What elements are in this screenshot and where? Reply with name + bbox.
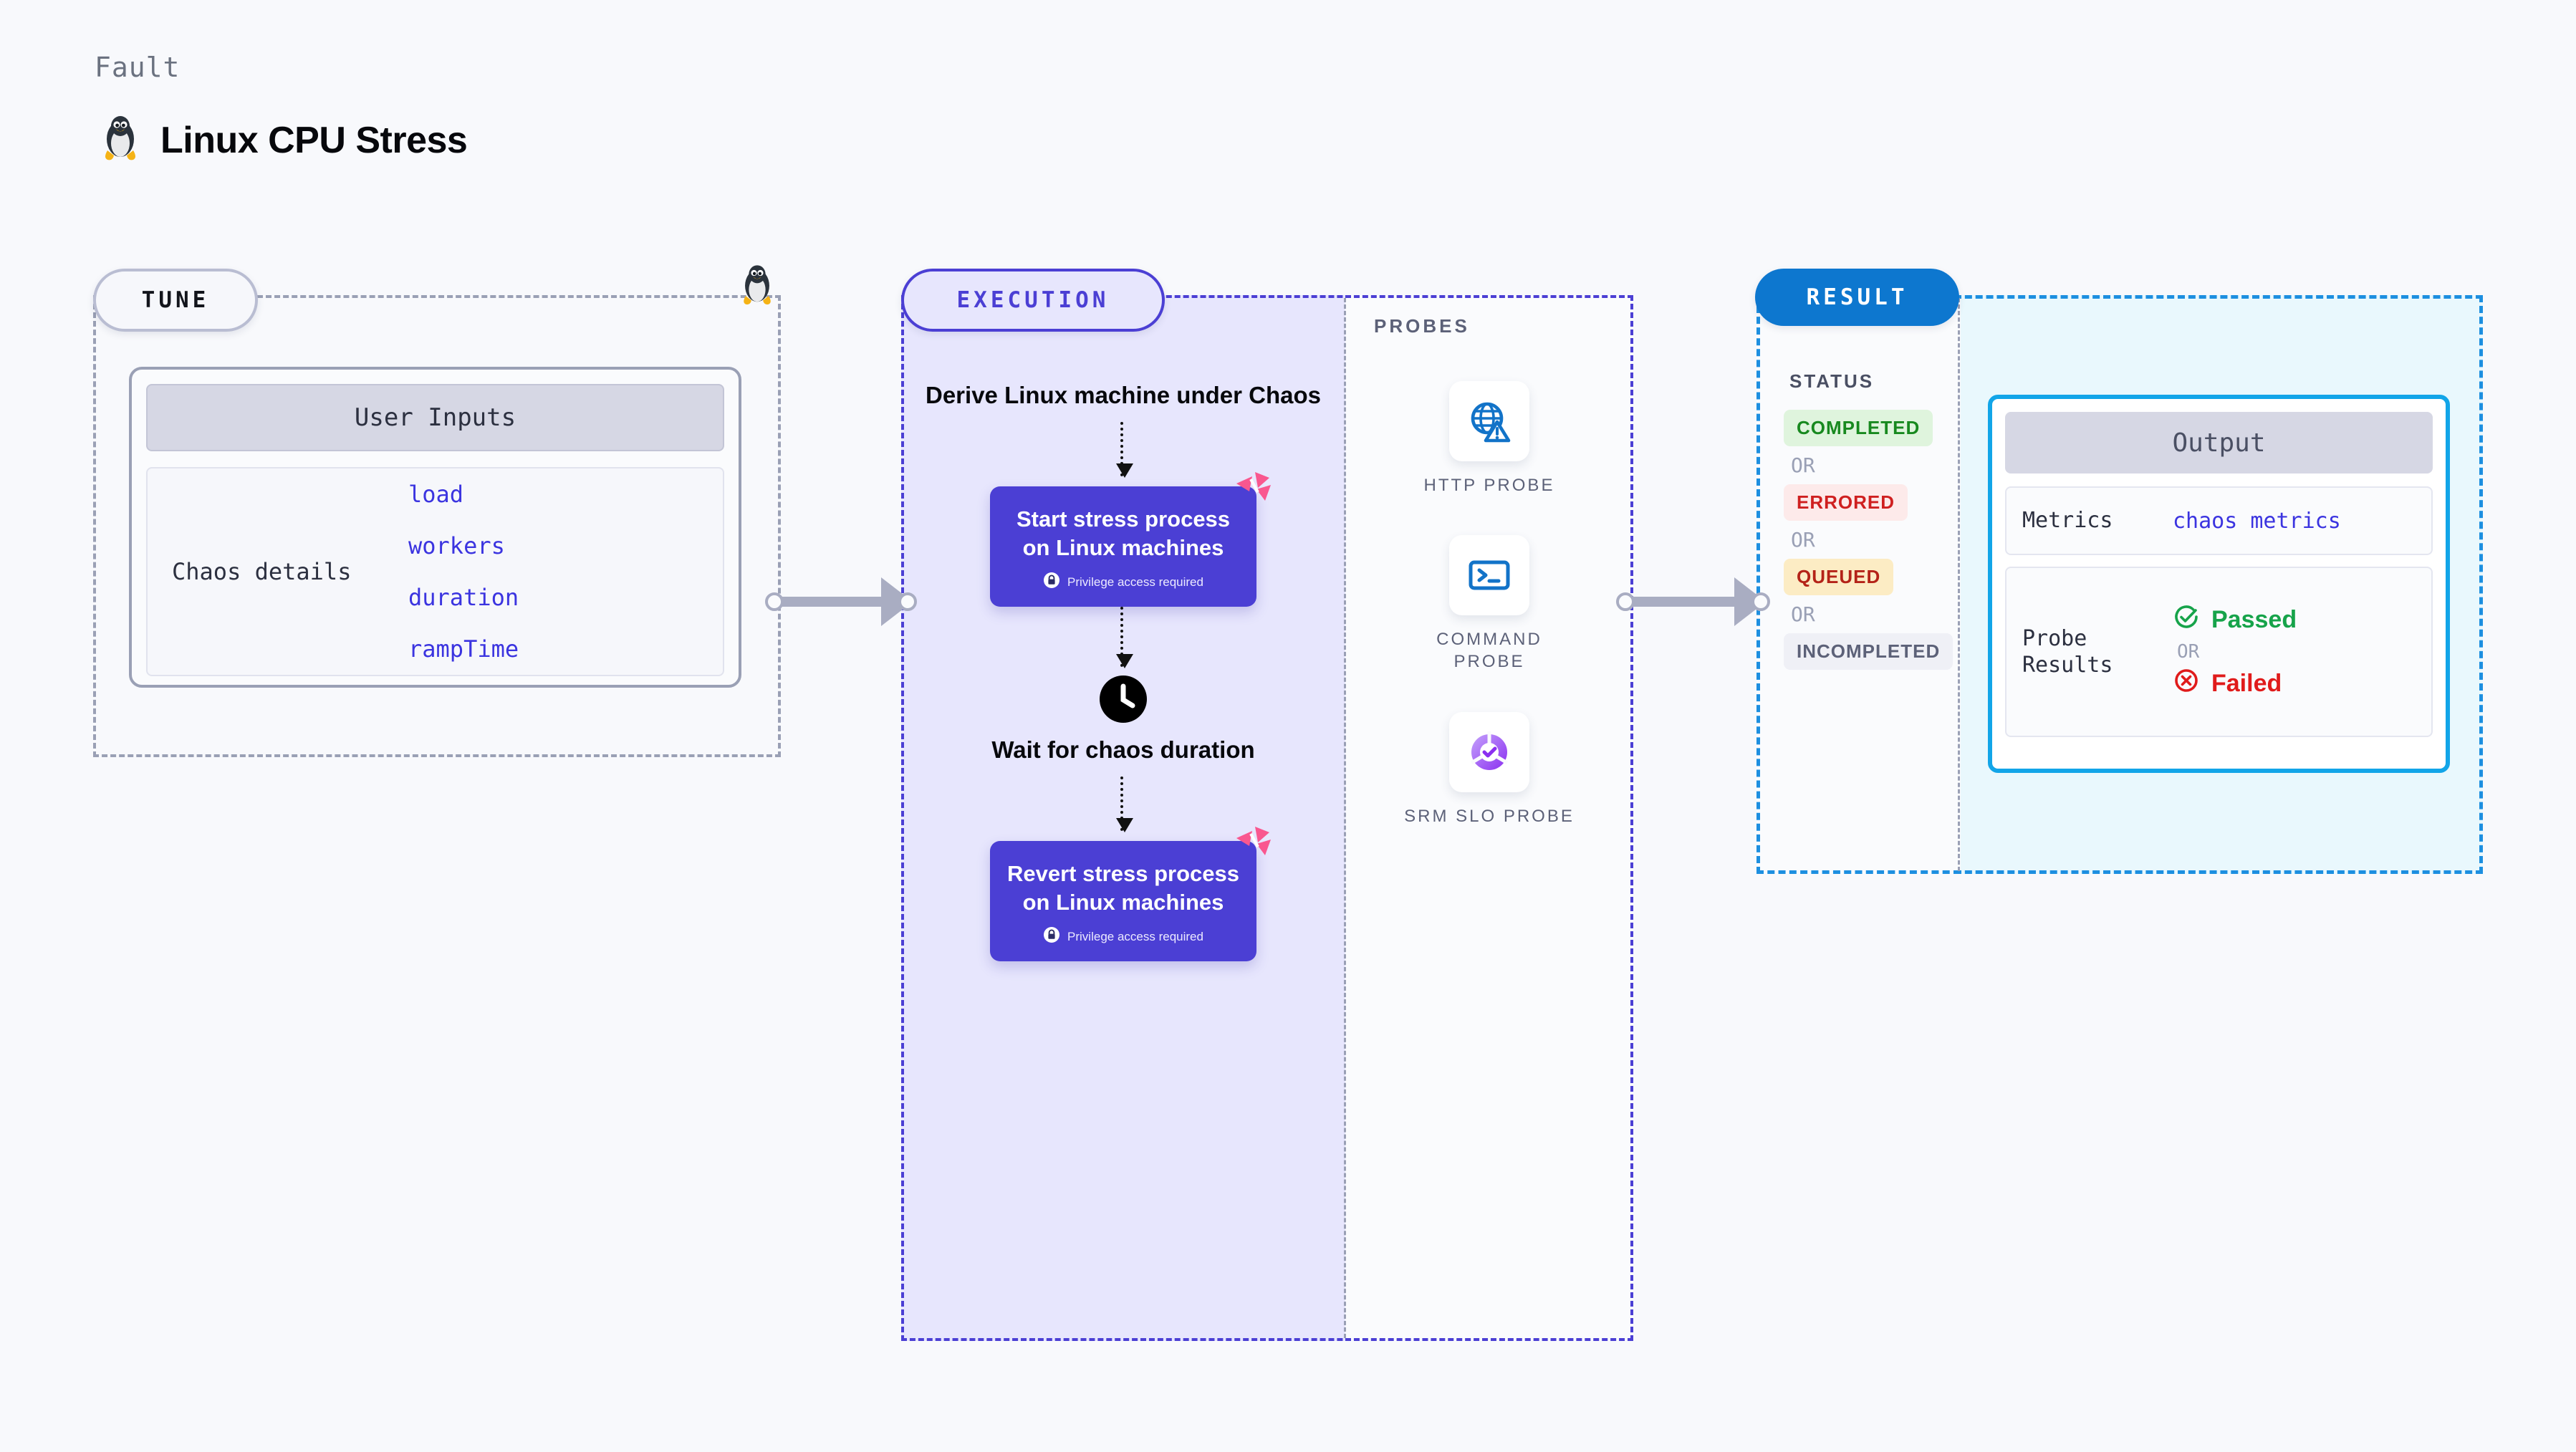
probes-divider [1344, 298, 1346, 1338]
chaos-params-list: load workers duration rampTime [408, 481, 519, 663]
connector-start-dot [1616, 592, 1635, 611]
status-heading: STATUS [1789, 370, 1875, 392]
execution-pill[interactable]: EXECUTION [901, 269, 1165, 332]
page-title-label: Fault [95, 52, 181, 83]
status-badge-completed: COMPLETED [1784, 410, 1933, 446]
start-stress-card-note: Privilege access required [1006, 572, 1241, 592]
page-title-text: Linux CPU Stress [160, 119, 468, 161]
connector-execution-to-result [1616, 573, 1770, 630]
metrics-row: Metrics chaos metrics [2005, 486, 2433, 555]
status-list: COMPLETED OR ERRORED OR QUEUED OR INCOMP… [1784, 410, 1953, 670]
revert-stress-card-note: Privilege access required [1006, 926, 1241, 947]
output-header: Output [2005, 412, 2433, 473]
tune-pill[interactable]: TUNE [93, 269, 258, 332]
probe-result-failed-label: Failed [2211, 670, 2282, 697]
probe-results-row: Probe Results Passed OR [2005, 567, 2433, 737]
probe-results-values: Passed OR Failed [2173, 603, 2297, 701]
output-card: Output Metrics chaos metrics Probe Resul… [1988, 395, 2450, 773]
user-inputs-header: User Inputs [146, 384, 724, 451]
check-circle-icon [2173, 603, 2200, 637]
lock-icon [1043, 572, 1060, 592]
probe-label-srm-slo: SRM SLO PROBE [1404, 806, 1575, 826]
status-or-label: OR [1791, 602, 1815, 626]
revert-stress-card-title: Revert stress process on Linux machines [1007, 861, 1239, 915]
revert-stress-card[interactable]: Revert stress process on Linux machines … [990, 827, 1271, 962]
flow-arrow [1116, 607, 1133, 669]
status-or-label: OR [1791, 528, 1815, 552]
x-circle-icon [2173, 667, 2200, 701]
start-stress-card-note-text: Privilege access required [1067, 574, 1203, 589]
user-inputs-card: User Inputs Chaos details load workers d… [129, 367, 741, 688]
wait-step-label: Wait for chaos duration [991, 736, 1255, 764]
probe-label-http: HTTP PROBE [1423, 476, 1555, 495]
metrics-label: Metrics [2022, 508, 2113, 534]
probe-result-or-label: OR [2177, 641, 2200, 663]
flow-arrow [1116, 777, 1133, 833]
connector-shaft [1633, 597, 1738, 607]
connector-end-dot [1751, 592, 1770, 611]
probe-item-http[interactable]: HTTP PROBE [1424, 381, 1555, 496]
connector-tune-to-execution [765, 573, 917, 630]
status-badge-errored: ERRORED [1784, 484, 1908, 521]
probe-item-srm-slo[interactable]: SRM SLO PROBE [1404, 711, 1575, 827]
chaos-param-workers: workers [408, 532, 505, 559]
chaos-details-box: Chaos details load workers duration ramp… [146, 467, 724, 676]
chaos-param-load: load [408, 481, 464, 508]
probe-item-command[interactable]: COMMAND PROBE [1403, 535, 1575, 673]
linux-penguin-icon [739, 264, 775, 310]
metrics-value: chaos metrics [2173, 508, 2341, 534]
probe-result-failed: Failed [2173, 667, 2297, 701]
start-stress-card[interactable]: Start stress process on Linux machines P… [990, 471, 1271, 607]
tune-region [93, 295, 781, 757]
chaos-param-duration: duration [408, 584, 519, 611]
probe-result-passed: Passed [2173, 603, 2297, 637]
clock-icon [1098, 674, 1148, 724]
status-badge-incompleted: INCOMPLETED [1784, 633, 1953, 670]
probes-region [1345, 295, 1633, 1341]
result-pill[interactable]: RESULT [1755, 269, 1959, 326]
probe-result-passed-label: Passed [2211, 606, 2297, 633]
page-title-row: Linux CPU Stress [100, 115, 468, 165]
probe-label-command: COMMAND PROBE [1436, 630, 1542, 672]
lock-icon [1043, 926, 1060, 947]
chaos-param-ramptime: rampTime [408, 635, 519, 663]
chaos-logo-icon [1234, 822, 1275, 864]
slo-donut-check-icon [1449, 711, 1529, 792]
probe-results-label: Probe Results [2022, 625, 2113, 678]
connector-end-dot [898, 592, 917, 611]
terminal-icon [1449, 535, 1529, 616]
globe-warning-icon [1448, 381, 1529, 461]
derive-step-label: Derive Linux machine under Chaos [926, 382, 1321, 408]
probes-list: HTTP PROBE COMMAND PROBE [1345, 381, 1633, 827]
start-stress-card-title: Start stress process on Linux machines [1016, 506, 1231, 560]
chaos-logo-icon [1234, 468, 1275, 509]
linux-penguin-icon [100, 115, 140, 165]
status-badge-queued: QUEUED [1784, 559, 1894, 595]
status-or-label: OR [1791, 453, 1815, 477]
probes-heading: PROBES [1374, 315, 1470, 337]
execution-flow: Derive Linux machine under Chaos Start s… [901, 380, 1345, 962]
chaos-details-label: Chaos details [172, 558, 352, 585]
status-divider [1958, 298, 1960, 871]
revert-stress-card-note-text: Privilege access required [1067, 929, 1203, 943]
connector-shaft [782, 597, 885, 607]
flow-arrow [1116, 421, 1133, 478]
